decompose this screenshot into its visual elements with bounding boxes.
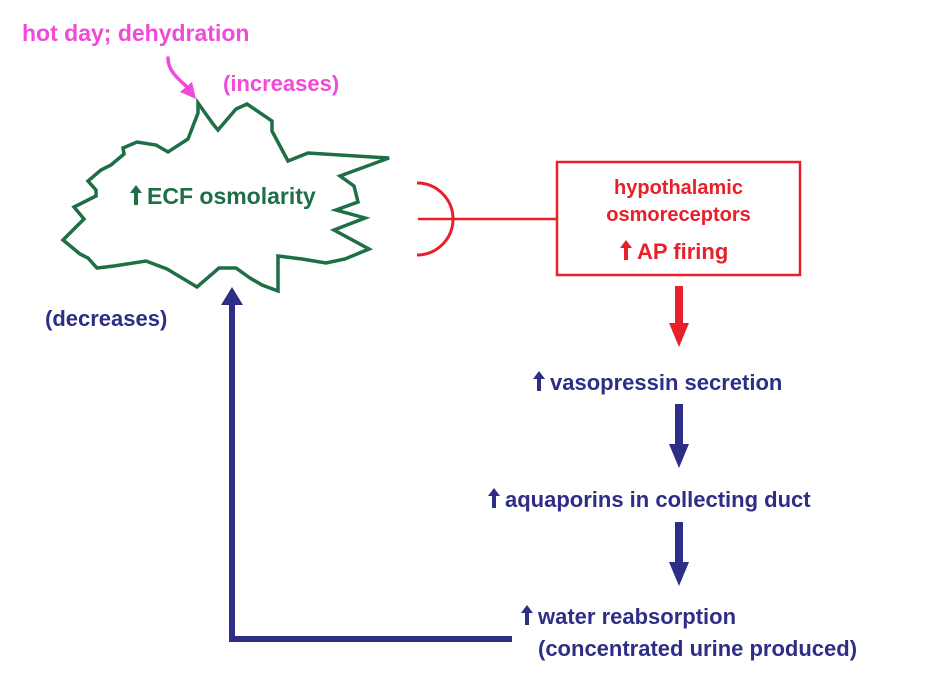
vasopressin-to-aquaporins-down-arrow-icon bbox=[669, 404, 689, 468]
receptor-cup-icon bbox=[416, 181, 556, 257]
feedback-return-arrow-icon bbox=[221, 287, 512, 642]
receptor-box-ap-firing: AP firing bbox=[620, 240, 728, 263]
ecf-star-outline bbox=[60, 97, 390, 294]
receptor-to-vasopressin-down-arrow-icon bbox=[669, 286, 689, 347]
receptor-box-line2: osmoreceptors bbox=[606, 204, 751, 226]
increases-note: (increases) bbox=[223, 71, 340, 96]
increase-up-arrow-icon bbox=[533, 371, 545, 391]
vasopressin-step-label: vasopressin secretion bbox=[533, 371, 782, 394]
ecf-osmolarity-label: ECF osmolarity bbox=[130, 185, 316, 208]
increase-up-arrow-icon bbox=[521, 605, 533, 625]
water-reabsorption-step-label: water reabsorption bbox=[521, 605, 736, 628]
increase-up-arrow-icon bbox=[620, 240, 632, 260]
decreases-note: (decreases) bbox=[45, 306, 168, 331]
aquaporins-step-label: aquaporins in collecting duct bbox=[488, 488, 811, 511]
receptor-box bbox=[555, 160, 802, 277]
stimulus-curved-arrow-icon bbox=[166, 56, 196, 99]
increase-up-arrow-icon bbox=[488, 488, 500, 508]
concentrated-urine-label: (concentrated urine produced) bbox=[538, 636, 858, 661]
stimulus-label: hot day; dehydration bbox=[22, 20, 250, 46]
aquaporins-to-water-down-arrow-icon bbox=[669, 522, 689, 586]
receptor-box-line1: hypothalamic bbox=[614, 177, 743, 199]
increase-up-arrow-icon bbox=[130, 185, 142, 205]
